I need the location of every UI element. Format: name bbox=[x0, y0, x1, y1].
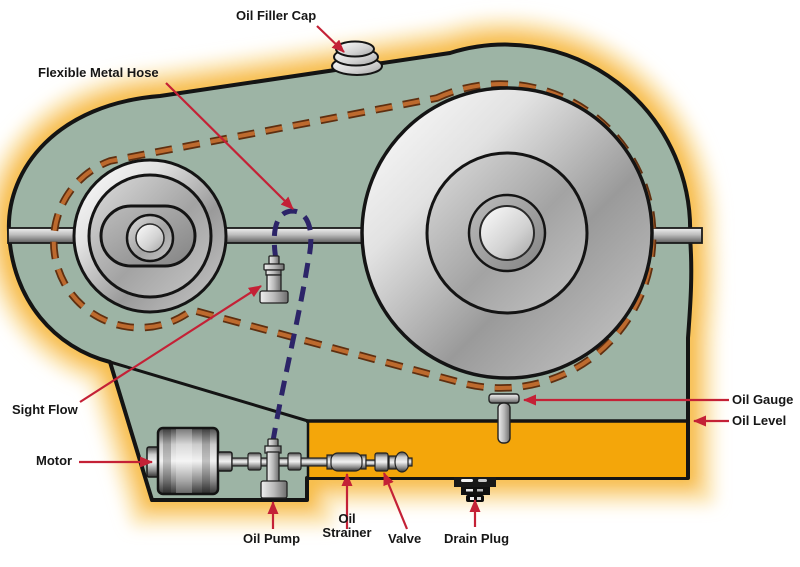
label-valve: Valve bbox=[388, 531, 422, 546]
drive-belt bbox=[51, 82, 655, 390]
housing-crease-line bbox=[109, 360, 309, 423]
label-oil-strainer-line2: Strainer bbox=[322, 525, 372, 540]
arrow-valve bbox=[382, 472, 409, 530]
label-flexible-metal-hose: Flexible Metal Hose bbox=[38, 65, 159, 80]
arrow-flexible-metal-hose bbox=[165, 82, 294, 210]
large-pulley bbox=[360, 86, 654, 380]
label-oil-gauge: Oil Gauge bbox=[732, 392, 794, 407]
oil-gauge bbox=[488, 393, 520, 444]
arrow-sight-flow bbox=[79, 285, 262, 403]
label-drain-plug: Drain Plug bbox=[444, 531, 510, 546]
label-oil-pump: Oil Pump bbox=[243, 531, 301, 546]
label-oil-strainer-line1: Oil bbox=[338, 511, 356, 526]
oil-pump bbox=[260, 438, 288, 499]
motor bbox=[146, 426, 233, 496]
label-motor: Motor bbox=[36, 453, 73, 468]
label-oil-strainer: Oil Strainer bbox=[318, 512, 376, 540]
valve bbox=[374, 451, 413, 473]
oil-filler-cap bbox=[331, 40, 383, 76]
sight-flow-indicator bbox=[259, 255, 289, 304]
callout-arrows bbox=[79, 25, 729, 530]
flexible-metal-hose bbox=[270, 208, 314, 442]
arrow-oil-filler-cap bbox=[316, 25, 345, 53]
label-sight-flow: Sight Flow bbox=[12, 402, 78, 417]
label-oil-level: Oil Level bbox=[732, 413, 787, 428]
label-oil-filler-cap: Oil Filler Cap bbox=[236, 8, 317, 23]
oil-strainer bbox=[326, 452, 377, 472]
small-pulley bbox=[72, 158, 228, 314]
